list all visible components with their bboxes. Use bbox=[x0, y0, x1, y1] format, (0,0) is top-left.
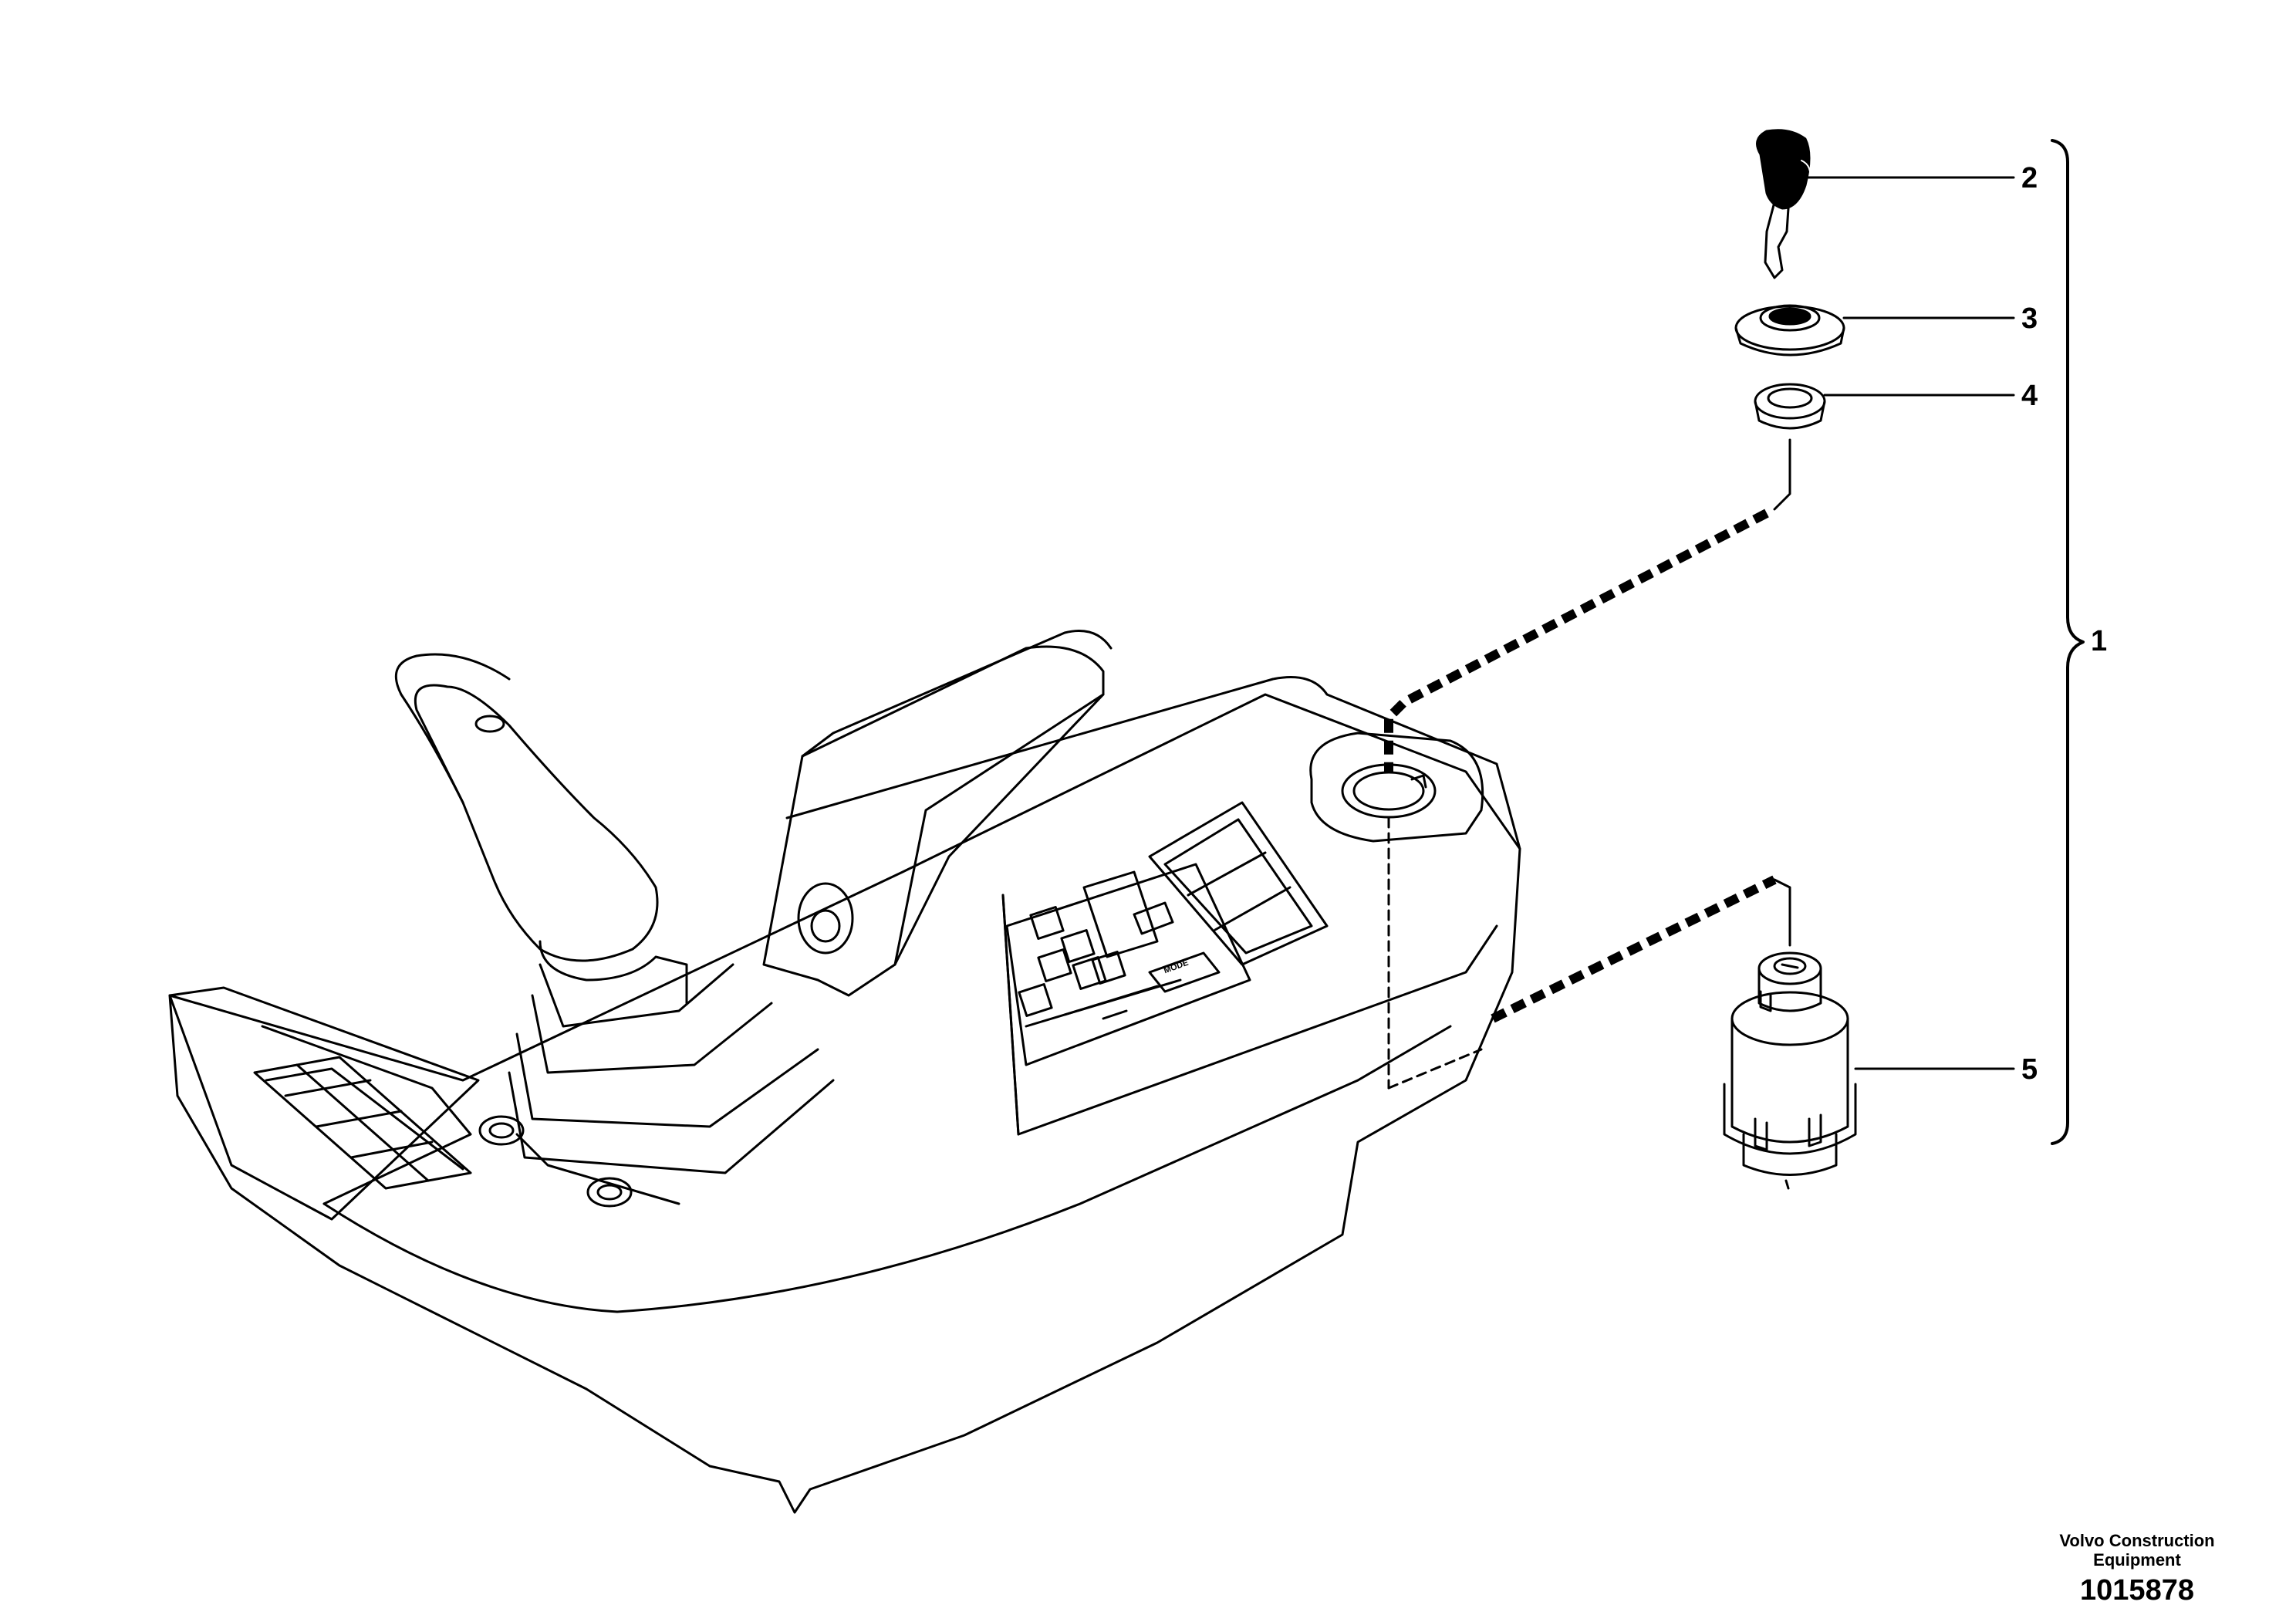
armrest-handle bbox=[762, 630, 1113, 997]
joystick bbox=[394, 653, 835, 1205]
leader-lines bbox=[1804, 176, 2015, 1070]
brand-name: Volvo Construction Equipment bbox=[2021, 1531, 2253, 1570]
brand-line-2: Equipment bbox=[2093, 1550, 2181, 1570]
part-nut bbox=[1754, 383, 1826, 430]
callout-3: 3 bbox=[2021, 302, 2038, 335]
callout-1: 1 bbox=[2091, 625, 2108, 657]
rocker-switch-panel bbox=[1148, 801, 1329, 966]
control-console bbox=[168, 630, 1521, 1514]
callout-2: 2 bbox=[2021, 162, 2038, 194]
assembly-lines bbox=[1384, 438, 1791, 1090]
left-switch-panel bbox=[253, 1056, 472, 1190]
screw-hole-left bbox=[478, 1115, 525, 1146]
document-number: 1015878 bbox=[2080, 1574, 2194, 1607]
mode-button bbox=[1148, 951, 1221, 993]
assembly-brace bbox=[2051, 139, 2085, 1145]
part-ignition-switch bbox=[1723, 951, 1857, 1190]
callout-4: 4 bbox=[2021, 380, 2038, 412]
part-grommet bbox=[1734, 304, 1845, 357]
instrument-panel bbox=[1005, 863, 1251, 1066]
screw-hole-front bbox=[586, 1177, 633, 1208]
callout-5: 5 bbox=[2021, 1053, 2038, 1086]
part-key bbox=[1756, 129, 1811, 279]
ignition-boss bbox=[1309, 732, 1484, 843]
brand-line-1: Volvo Construction bbox=[2059, 1531, 2215, 1550]
